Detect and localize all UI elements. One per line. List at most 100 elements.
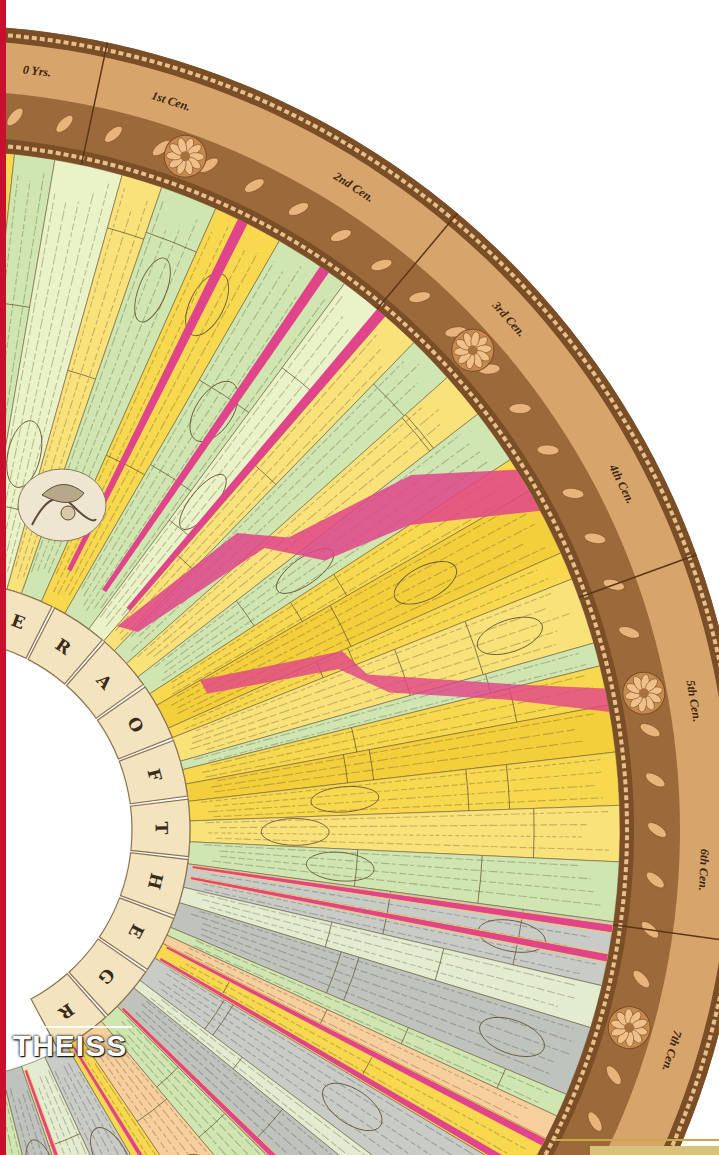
cell-divider: [343, 755, 347, 783]
era-tile: [131, 799, 190, 856]
fine-print: [127, 1020, 405, 1155]
fine-print: [213, 798, 603, 817]
acanthus-ornament: [408, 290, 432, 305]
acanthus-ornament: [537, 444, 559, 455]
cell-divider: [533, 808, 535, 857]
cell-divider: [205, 1000, 225, 1029]
acanthus-ornament: [643, 770, 667, 790]
gold-rule: [555, 1139, 719, 1141]
fine-print: [141, 1004, 438, 1155]
cell-divider: [199, 1114, 225, 1138]
oval-cartouche: [305, 849, 375, 884]
acanthus-ornament: [4, 105, 26, 128]
fine-print: [201, 929, 555, 1063]
cell-divider: [146, 232, 196, 252]
century-label: 3rd Cen.: [491, 299, 528, 339]
oval-cartouche: [388, 553, 464, 613]
cell-divider: [256, 466, 276, 485]
fine-print: [136, 1012, 425, 1155]
oval-cartouche: [310, 784, 380, 814]
greek-key: [0, 33, 719, 1155]
oval-cartouche: [261, 818, 329, 845]
cell-divider: [402, 418, 430, 451]
cell-divider: [351, 728, 356, 752]
fine-print: [204, 889, 580, 974]
fine-print: [106, 330, 348, 627]
fine-print: [191, 914, 572, 1041]
acanthus-ornament: [617, 624, 641, 641]
cell-divider: [330, 606, 351, 647]
pink-stream: [166, 946, 546, 1146]
oval-cartouche: [298, 1151, 370, 1155]
cell-divider: [213, 1005, 233, 1035]
acanthus-ornament: [585, 1110, 605, 1134]
pink-stream: [72, 1046, 300, 1155]
fine-print: [7, 184, 108, 572]
cell-divider: [320, 1009, 327, 1023]
era-letter: E: [9, 612, 27, 632]
fine-print: [210, 907, 558, 1006]
century-label: 5th Cen.: [685, 679, 704, 722]
fine-print: [184, 952, 518, 1118]
gold-band: [590, 1146, 719, 1155]
pink-stream: [121, 1007, 429, 1155]
cell-divider: [506, 765, 509, 810]
cell-divider: [68, 370, 96, 379]
fine-print: [220, 825, 586, 828]
oval-cartouche: [127, 253, 177, 326]
fine-print: [10, 1088, 112, 1155]
fine-print: [84, 1056, 297, 1155]
label-band: [0, 40, 719, 1155]
acanthus-ornament: [645, 820, 669, 841]
cell-divider: [178, 556, 193, 570]
rosette: [603, 1002, 655, 1054]
cell-divider: [233, 1057, 242, 1069]
cell-divider: [465, 621, 483, 674]
fine-print: [205, 812, 608, 823]
cell-divider: [374, 384, 405, 416]
rosette: [619, 669, 668, 718]
fine-print: [17, 212, 130, 579]
frame: [0, 25, 719, 1155]
chart-wheel: [0, 25, 719, 1155]
greek-key: [0, 143, 627, 1155]
meander-band: [0, 25, 719, 1155]
frame-seam: [613, 925, 719, 942]
rosette: [158, 129, 212, 183]
fine-print: [45, 1076, 198, 1155]
cell-divider: [478, 856, 482, 904]
frame-seam: [81, 43, 107, 165]
fine-print: [201, 759, 604, 802]
cell-divider: [369, 750, 374, 780]
acanthus-ornament: [369, 257, 393, 273]
pink-stream: [24, 1070, 172, 1155]
vignette-illustration: [18, 469, 106, 541]
fine-print: [214, 741, 584, 792]
fine-print: [40, 1076, 184, 1155]
acanthus-ornament: [329, 227, 353, 244]
frame-seam: [377, 213, 457, 309]
fine-print: [185, 579, 549, 729]
logo-rule: [12, 1026, 132, 1028]
century-label: 7th Cen.: [661, 1029, 685, 1073]
century-label: 2nd Cen.: [332, 170, 376, 204]
cell-divider: [497, 1069, 506, 1088]
cell-divider: [107, 228, 143, 239]
fine-print: [212, 875, 590, 937]
era-letter: T: [152, 822, 169, 835]
meander-band: [0, 136, 634, 1155]
chart-sector: [21, 1057, 224, 1155]
cell-divider: [344, 957, 360, 1000]
acanthus-ornament: [638, 721, 662, 740]
pink-stream: [192, 865, 613, 932]
fine-print: [173, 985, 489, 1155]
cell-divider: [334, 574, 347, 596]
cell-divider: [401, 1028, 408, 1044]
oval-cartouche: [474, 1010, 549, 1065]
acanthus-ornament: [603, 1063, 624, 1087]
cell-divider: [466, 769, 469, 810]
fine-print: [137, 1021, 404, 1155]
cell-divider: [236, 601, 254, 626]
century-label: 1st Cen.: [150, 89, 192, 113]
fine-print: [0, 1101, 70, 1155]
